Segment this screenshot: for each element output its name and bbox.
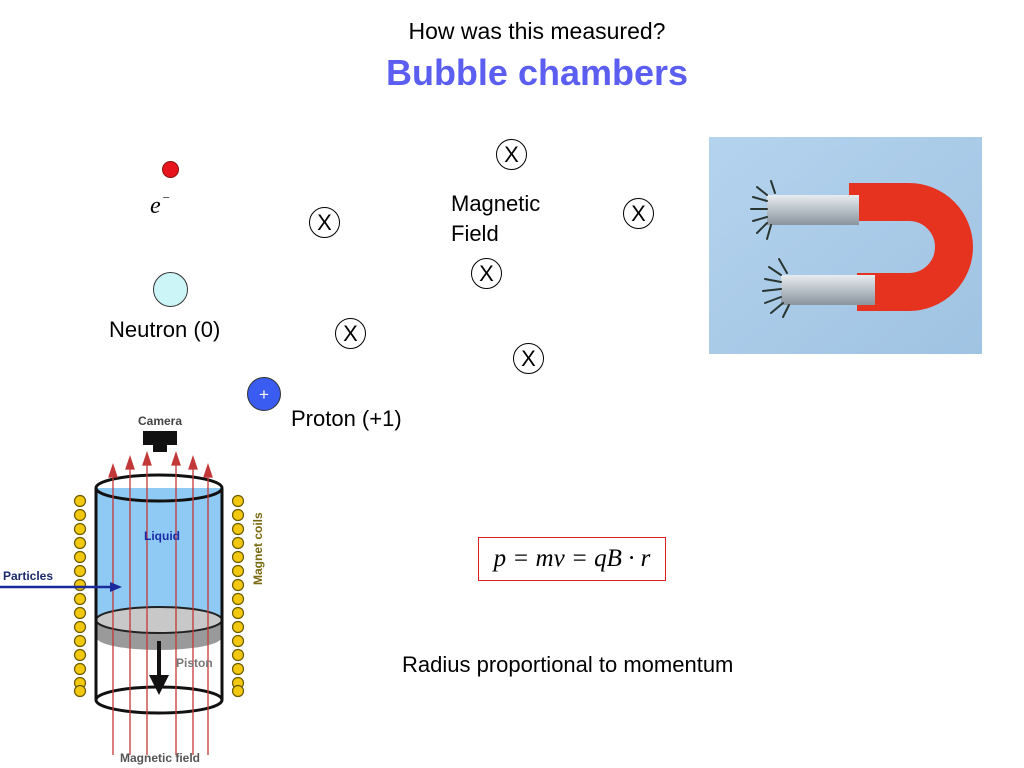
momentum-formula: p = mv = qB · r	[478, 537, 666, 581]
magnetic-field-diagram-label: Magnetic field	[120, 751, 200, 765]
field-into-page-marker: X	[335, 318, 366, 349]
slide-title: Bubble chambers	[385, 52, 689, 93]
neutron-label: Neutron (0)	[109, 317, 221, 342]
radius-momentum-caption: Radius proportional to momentum	[402, 652, 734, 677]
magnetic-field-label-line1: Magnetic	[451, 191, 541, 216]
piston-label: Piston	[176, 656, 213, 670]
camera-icon	[143, 431, 177, 452]
electron-charge: −	[162, 190, 170, 205]
electron-symbol: e	[150, 193, 161, 219]
magnet-coils-right	[231, 494, 245, 698]
proton-dot: +	[247, 377, 281, 411]
bubble-chamber-diagram: Camera	[0, 414, 265, 765]
magnetic-field-label: Magnetic Field	[451, 189, 540, 249]
piston-arrow-icon	[149, 641, 169, 695]
camera-label: Camera	[138, 414, 182, 428]
magnetic-field-label-line2: Field	[451, 221, 499, 246]
liquid-label: Liquid	[144, 529, 180, 543]
field-into-page-marker: X	[496, 139, 527, 170]
magnet-coils-left	[73, 494, 87, 698]
field-into-page-marker: X	[309, 207, 340, 238]
field-into-page-marker: X	[471, 258, 502, 289]
particles-label: Particles	[3, 569, 53, 583]
slide-subtitle: How was this measured?	[408, 18, 666, 44]
electron-label: e−	[150, 190, 170, 220]
neutron-dot	[153, 272, 188, 307]
horseshoe-magnet-photo	[709, 137, 982, 354]
electron-dot	[162, 161, 179, 178]
magnet-coils-label: Magnet coils	[251, 512, 265, 585]
field-into-page-marker: X	[513, 343, 544, 374]
proton-label: Proton (+1)	[291, 406, 402, 431]
proton-symbol: +	[259, 384, 269, 404]
field-into-page-marker: X	[623, 198, 654, 229]
particles-beam-arrow-icon	[0, 582, 122, 592]
